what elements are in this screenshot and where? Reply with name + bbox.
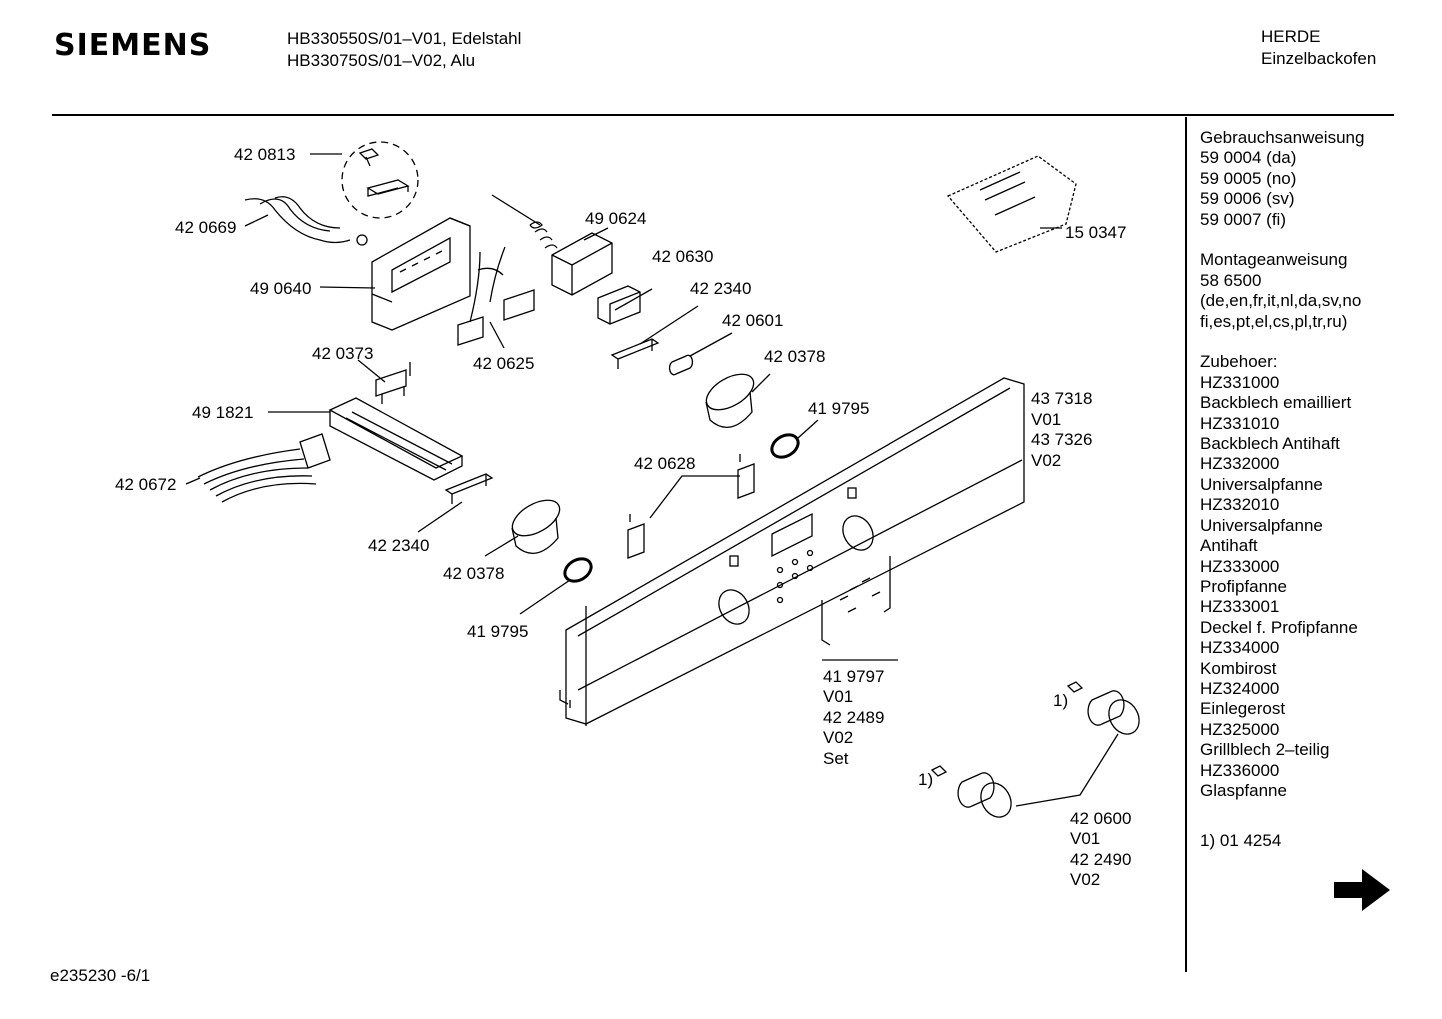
accessory-item: HZ332000 [1200, 454, 1280, 474]
label-422489: 42 2489 [823, 708, 884, 727]
label-footnote-knob-left: 1) [918, 770, 933, 789]
manual-item: 59 0005 (no) [1200, 168, 1297, 188]
accessory-item: Profipfanne [1200, 576, 1287, 596]
accessory-item: Glaspfanne [1200, 780, 1287, 800]
accessory-item: HZ332010 [1200, 495, 1280, 515]
label-v02-panel: V02 [1031, 451, 1061, 470]
manual-title: Gebrauchsanweisung [1200, 128, 1365, 147]
label-v02-screws: V02 [823, 728, 853, 747]
label-437318: 43 7318 [1031, 389, 1092, 408]
label-v02-knobs: V02 [1070, 870, 1100, 889]
accessory-item: Backblech Antihaft [1200, 434, 1340, 454]
label-420378-upper: 42 0378 [764, 347, 825, 366]
label-420625: 42 0625 [473, 354, 534, 373]
accessory-item: HZ331010 [1200, 413, 1280, 433]
screw-bag [946, 155, 1077, 253]
connector-lower [417, 473, 494, 533]
accessory-item: Einlegerost [1200, 699, 1286, 719]
accessory-item: Deckel f. Profipfanne [1200, 617, 1358, 637]
electronic-module [319, 217, 471, 331]
label-419795-lower: 41 9795 [467, 622, 528, 641]
ring-lower [519, 557, 593, 615]
label-419795-upper: 41 9795 [808, 399, 869, 418]
label-150347: 15 0347 [1065, 223, 1126, 242]
micro-switches [627, 454, 755, 559]
accessory-item: HZ331000 [1200, 372, 1280, 392]
document-id: e235230 -6/1 [50, 966, 151, 985]
label-422340-lower: 42 2340 [368, 536, 429, 555]
subcategory: Einzelbackofen [1261, 49, 1377, 68]
footnote: 1) 01 4254 [1200, 831, 1282, 851]
model-info: HB330550S/01–V01, Edelstahl HB330750S/01… [287, 28, 521, 72]
accessory-item: HZ333001 [1200, 597, 1280, 617]
manual-item: 59 0004 (da) [1200, 148, 1297, 168]
label-490624: 49 0624 [585, 209, 646, 228]
terminal-block [268, 397, 464, 481]
knob-holder-upper [705, 373, 771, 428]
accessory-item: HZ334000 [1200, 638, 1280, 658]
label-v01-knobs: V01 [1070, 829, 1100, 848]
wire-harness-large [185, 433, 331, 503]
category: HERDE [1261, 27, 1321, 46]
accessory-item: Antihaft [1200, 536, 1258, 556]
sidebar-rule [1185, 117, 1187, 972]
knob-holder-lower [484, 499, 561, 557]
label-420601: 42 0601 [722, 311, 783, 330]
header-rule [52, 114, 1394, 116]
sidebar: Gebrauchsanweisung 59 0004 (da) 59 0005 … [1200, 128, 1435, 852]
label-420672: 42 0672 [115, 475, 176, 494]
label-420600: 42 0600 [1070, 809, 1131, 828]
screw-clip-detail [310, 141, 419, 219]
category-info: HERDE Einzelbackofen [1261, 26, 1376, 70]
small-cylinder [668, 332, 733, 376]
label-422340-upper: 42 2340 [690, 279, 751, 298]
label-419797: 41 9797 [823, 667, 884, 686]
assembly-langs: (de,en,fr,it,nl,da,sv,no [1200, 291, 1362, 311]
accessory-item: Grillblech 2–teilig [1200, 740, 1330, 760]
label-437326: 43 7326 [1031, 430, 1092, 449]
assembly-langs: fi,es,pt,el,cs,pl,tr,ru) [1200, 311, 1348, 331]
accessory-item: HZ324000 [1200, 678, 1280, 698]
label-420373: 42 0373 [312, 344, 373, 363]
manual-item: 59 0006 (sv) [1200, 189, 1295, 209]
label-v01-screws: V01 [823, 687, 853, 706]
model-line-1: HB330550S/01–V01, Edelstahl [287, 29, 522, 48]
label-v01-panel: V01 [1031, 410, 1061, 429]
label-420378-lower: 42 0378 [443, 564, 504, 583]
label-422490: 42 2490 [1070, 850, 1131, 869]
accessory-item: Universalpfanne [1200, 515, 1323, 535]
accessory-item: Universalpfanne [1200, 474, 1323, 494]
exploded-parts-diagram: 42 0813 42 0669 49 0640 49 0624 42 0630 … [115, 141, 1140, 889]
label-490640: 49 0640 [250, 279, 311, 298]
next-page-arrow-icon[interactable] [1334, 869, 1390, 911]
label-420628: 42 0628 [634, 454, 695, 473]
thermostat [491, 194, 613, 296]
wire-harness-small [244, 196, 368, 246]
model-line-2: HB330750S/01–V02, Alu [287, 51, 476, 70]
accessory-item: HZ325000 [1200, 719, 1280, 739]
siemens-logo: SIEMENS [54, 28, 212, 63]
accessory-item: HZ336000 [1200, 760, 1280, 780]
assembly-number: 58 6500 [1200, 270, 1262, 290]
accessories-title: Zubehoer: [1200, 352, 1278, 372]
bracket-switch [597, 285, 653, 325]
ring-upper [770, 419, 819, 459]
label-footnote-knob-right: 1) [1053, 691, 1068, 710]
switch-assembly [457, 246, 535, 349]
accessory-item: Backblech emailliert [1200, 393, 1352, 413]
screw-set [821, 556, 898, 661]
label-491821: 49 1821 [192, 403, 253, 422]
control-knobs [930, 681, 1140, 818]
accessory-item: HZ333000 [1200, 556, 1280, 576]
label-420813: 42 0813 [234, 145, 295, 164]
accessory-item: Kombirost [1200, 658, 1277, 678]
assembly-title: Montageanweisung [1200, 250, 1348, 270]
label-420630: 42 0630 [652, 247, 713, 266]
label-set: Set [823, 749, 849, 768]
small-bracket [357, 359, 411, 404]
connector-upper [610, 305, 699, 369]
control-panel [559, 377, 1025, 726]
manual-item: 59 0007 (fi) [1200, 209, 1286, 229]
label-420669: 42 0669 [175, 218, 236, 237]
